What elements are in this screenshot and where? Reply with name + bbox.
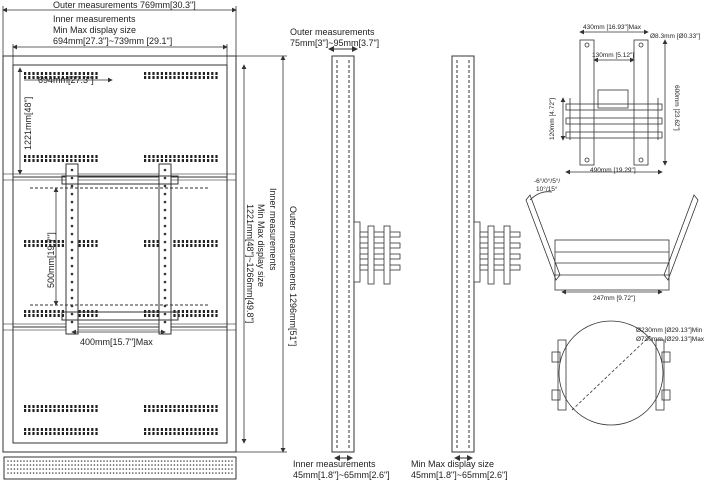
bottom-bar: [3, 456, 237, 480]
top-inner-label: 694mm[27.3"]: [38, 75, 94, 85]
tilt-width: 247mm [9.72"]: [593, 295, 636, 302]
side1-top-value: 75mm[3"]~95mm[3.7"]: [290, 38, 380, 48]
bracket-height-left: 120mm [4.72"]: [549, 97, 556, 140]
rotation-min: Ø230mm [Ø29.13"]Min: [636, 327, 703, 334]
vesa-height-label: 500mm[19.7"]: [46, 232, 56, 288]
side1-top-title: Outer measurements: [290, 27, 375, 37]
side2-bottom-title: Min Max display size: [411, 459, 495, 469]
bracket-width-max: 430mm [16.93"]Max: [583, 24, 641, 31]
inner-frame: [12, 64, 228, 444]
rotation-max: Ø730mm [Ø29.13"]Max: [636, 336, 705, 343]
inner-width-label: 694mm[27.3"]~739mm [29.1"]: [53, 36, 173, 46]
rotation-circle: [558, 320, 664, 426]
bracket-hole: Ø8.3mm [Ø0.33"]: [650, 33, 701, 40]
side-mount-1: [353, 221, 401, 285]
side1-bottom-title: Inner measurements: [293, 459, 376, 469]
bracket-inner-width: 130mm [5.12"]: [592, 52, 635, 59]
outer-width-label: Outer measurements 769mm[30.3"]: [53, 0, 196, 10]
outer-frame: [2, 55, 237, 453]
front-view: [2, 55, 237, 453]
inner-title: Inner measurements: [53, 14, 136, 24]
tilt-angles-2: 10°/15°: [536, 186, 558, 193]
rotation-detail: [551, 320, 671, 426]
inner-height-line-3: 1221mm[48"]~1266mm[49.8"]: [245, 204, 255, 324]
bracket-base-width: 490mm [19.29"]: [590, 167, 636, 174]
vent-slots: [24, 72, 218, 435]
side1-bottom-value: 45mm[1.8"]~65mm[2.6"]: [293, 470, 390, 480]
inner-height-line-2: Min Max display size: [256, 204, 266, 288]
side-view-1: [328, 46, 358, 461]
section-height-label: 1221mm[48"]: [23, 96, 33, 150]
vesa-bracket: [30, 163, 210, 335]
side-mount-2: [473, 221, 521, 285]
vesa-width-label: 400mm[15.7"]Max: [80, 337, 153, 347]
bracket-height-right: 600mm [23.62"]: [673, 85, 680, 131]
inner-height-line-1: Inner measurements: [268, 188, 278, 271]
tilt-detail: [525, 191, 699, 295]
inner-subtitle: Min Max display size: [53, 25, 137, 35]
tilt-angles: -6°/0°/5°/: [534, 178, 561, 185]
bracket-detail: [560, 29, 668, 175]
outer-height-label: Outer measurements 1296mm[51"]: [288, 206, 298, 347]
side2-bottom-value: 45mm[1.8"]~65mm[2.6"]: [411, 470, 508, 480]
side-view-2: [451, 55, 475, 461]
